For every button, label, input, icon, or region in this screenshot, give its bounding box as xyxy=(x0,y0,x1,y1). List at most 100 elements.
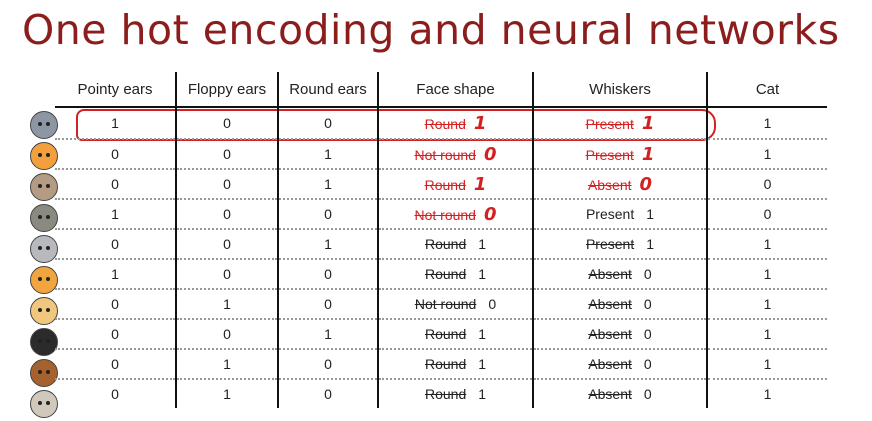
whiskers-label: Absent xyxy=(588,326,632,342)
whiskers-label: Present xyxy=(585,206,635,222)
face-shape-label: Round xyxy=(424,115,466,132)
cell-face-shape: Round 1 xyxy=(377,379,533,408)
whiskers-label: Present xyxy=(585,236,635,252)
cell-whiskers: Absent 0 xyxy=(532,169,707,200)
whiskers-label: Absent xyxy=(588,296,632,312)
whiskers-label: Absent xyxy=(588,386,632,402)
face-shape-label: Round xyxy=(424,266,467,282)
cell-round-ears: 1 xyxy=(277,139,378,170)
whiskers-label: Absent xyxy=(587,176,632,193)
cell-cat: 1 xyxy=(706,259,827,290)
whiskers-encoded: 0 xyxy=(643,386,652,402)
page-title: One hot encoding and neural networks xyxy=(22,6,840,54)
whiskers-label: Present xyxy=(585,115,634,132)
face-shape-label: Not round xyxy=(414,296,477,312)
cell-whiskers: Present 1 xyxy=(532,107,707,140)
cell-round-ears: 0 xyxy=(277,107,378,140)
cell-cat: 1 xyxy=(706,349,827,380)
face-shape-label: Round xyxy=(424,386,467,402)
face-shape-encoded: 0 xyxy=(488,296,497,312)
wolf-icon xyxy=(30,204,58,232)
features-table: Pointy ears Floppy ears Round ears Face … xyxy=(55,72,827,408)
whiskers-encoded: 0 xyxy=(643,326,652,342)
whiskers-encoded: 0 xyxy=(643,356,652,372)
whiskers-encoded: 1 xyxy=(646,236,655,252)
brown-dog-icon xyxy=(30,173,58,201)
orange-cat-icon xyxy=(30,142,58,170)
face-shape-encoded: 1 xyxy=(478,356,487,372)
cell-round-ears: 1 xyxy=(277,229,378,260)
header-floppy-ears: Floppy ears xyxy=(175,72,278,108)
header-cat: Cat xyxy=(706,72,827,108)
whiskers-encoded: 0 xyxy=(643,296,652,312)
cell-floppy-ears: 1 xyxy=(175,349,278,380)
whiskers-label: Absent xyxy=(588,266,632,282)
whiskers-encoded: 1 xyxy=(641,112,655,134)
face-shape-label: Round xyxy=(424,236,467,252)
cell-cat: 1 xyxy=(706,139,827,170)
cell-whiskers: Absent 0 xyxy=(532,289,707,320)
cell-cat: 1 xyxy=(706,319,827,350)
face-shape-encoded: 0 xyxy=(483,203,497,225)
cell-cat: 1 xyxy=(706,229,827,260)
cell-whiskers: Absent 0 xyxy=(532,379,707,408)
cell-round-ears: 1 xyxy=(277,169,378,200)
cell-round-ears: 0 xyxy=(277,199,378,230)
whiskers-encoded: 0 xyxy=(639,173,653,195)
cell-whiskers: Present 1 xyxy=(532,229,707,260)
cell-face-shape: Round 1 xyxy=(377,169,533,200)
cell-cat: 1 xyxy=(706,289,827,320)
cell-whiskers: Present 1 xyxy=(532,199,707,230)
face-shape-encoded: 1 xyxy=(478,266,487,282)
cell-pointy-ears: 0 xyxy=(111,386,119,402)
cell-face-shape: Round 1 xyxy=(377,107,533,140)
cell-pointy-ears: 0 xyxy=(55,319,176,350)
face-shape-label: Round xyxy=(424,176,466,193)
header-row: Pointy ears Floppy ears Round ears Face … xyxy=(55,72,827,108)
face-shape-encoded: 1 xyxy=(473,112,487,134)
cell-floppy-ears: 1 xyxy=(175,379,278,408)
cell-pointy-ears: 1 xyxy=(55,107,176,140)
cell-pointy-ears: 0 xyxy=(55,289,176,320)
cell-floppy-ears: 0 xyxy=(175,199,278,230)
cell-floppy-ears: 0 xyxy=(175,259,278,290)
cell-face-shape: Round 1 xyxy=(377,349,533,380)
face-shape-encoded: 1 xyxy=(473,173,487,195)
orange-white-cat-icon xyxy=(30,266,58,294)
cell-round-ears: 0 xyxy=(277,349,378,380)
cell-cat: 1 xyxy=(706,107,827,140)
face-shape-label: Round xyxy=(424,356,467,372)
whiskers-encoded: 1 xyxy=(641,143,655,165)
face-shape-label: Not round xyxy=(414,206,476,223)
whiskers-encoded: 0 xyxy=(643,266,652,282)
cell-pointy-ears: 0 xyxy=(55,349,176,380)
cell-floppy-ears: 1 xyxy=(175,289,278,320)
cell-round-ears: 0 xyxy=(277,289,378,320)
cell-face-shape: Round 1 xyxy=(377,259,533,290)
gray-cat-icon xyxy=(30,111,58,139)
header-round-ears: Round ears xyxy=(277,72,378,108)
cell-pointy-ears: 0 xyxy=(55,139,176,170)
cell-cat: 0 xyxy=(706,169,827,200)
header-whiskers: Whiskers xyxy=(532,72,707,108)
face-shape-encoded: 1 xyxy=(478,386,487,402)
header-pointy-ears: Pointy ears xyxy=(55,72,176,108)
cell-floppy-ears: 0 xyxy=(175,319,278,350)
whiskers-label: Absent xyxy=(588,356,632,372)
cell-face-shape: Not round 0 xyxy=(377,199,533,230)
cell-pointy-ears: 0 xyxy=(55,229,176,260)
whiskers-label: Present xyxy=(585,146,634,163)
animal-icons xyxy=(30,111,60,421)
whiskers-encoded: 1 xyxy=(646,206,655,222)
cell-cat: 0 xyxy=(706,199,827,230)
face-shape-encoded: 0 xyxy=(483,143,497,165)
